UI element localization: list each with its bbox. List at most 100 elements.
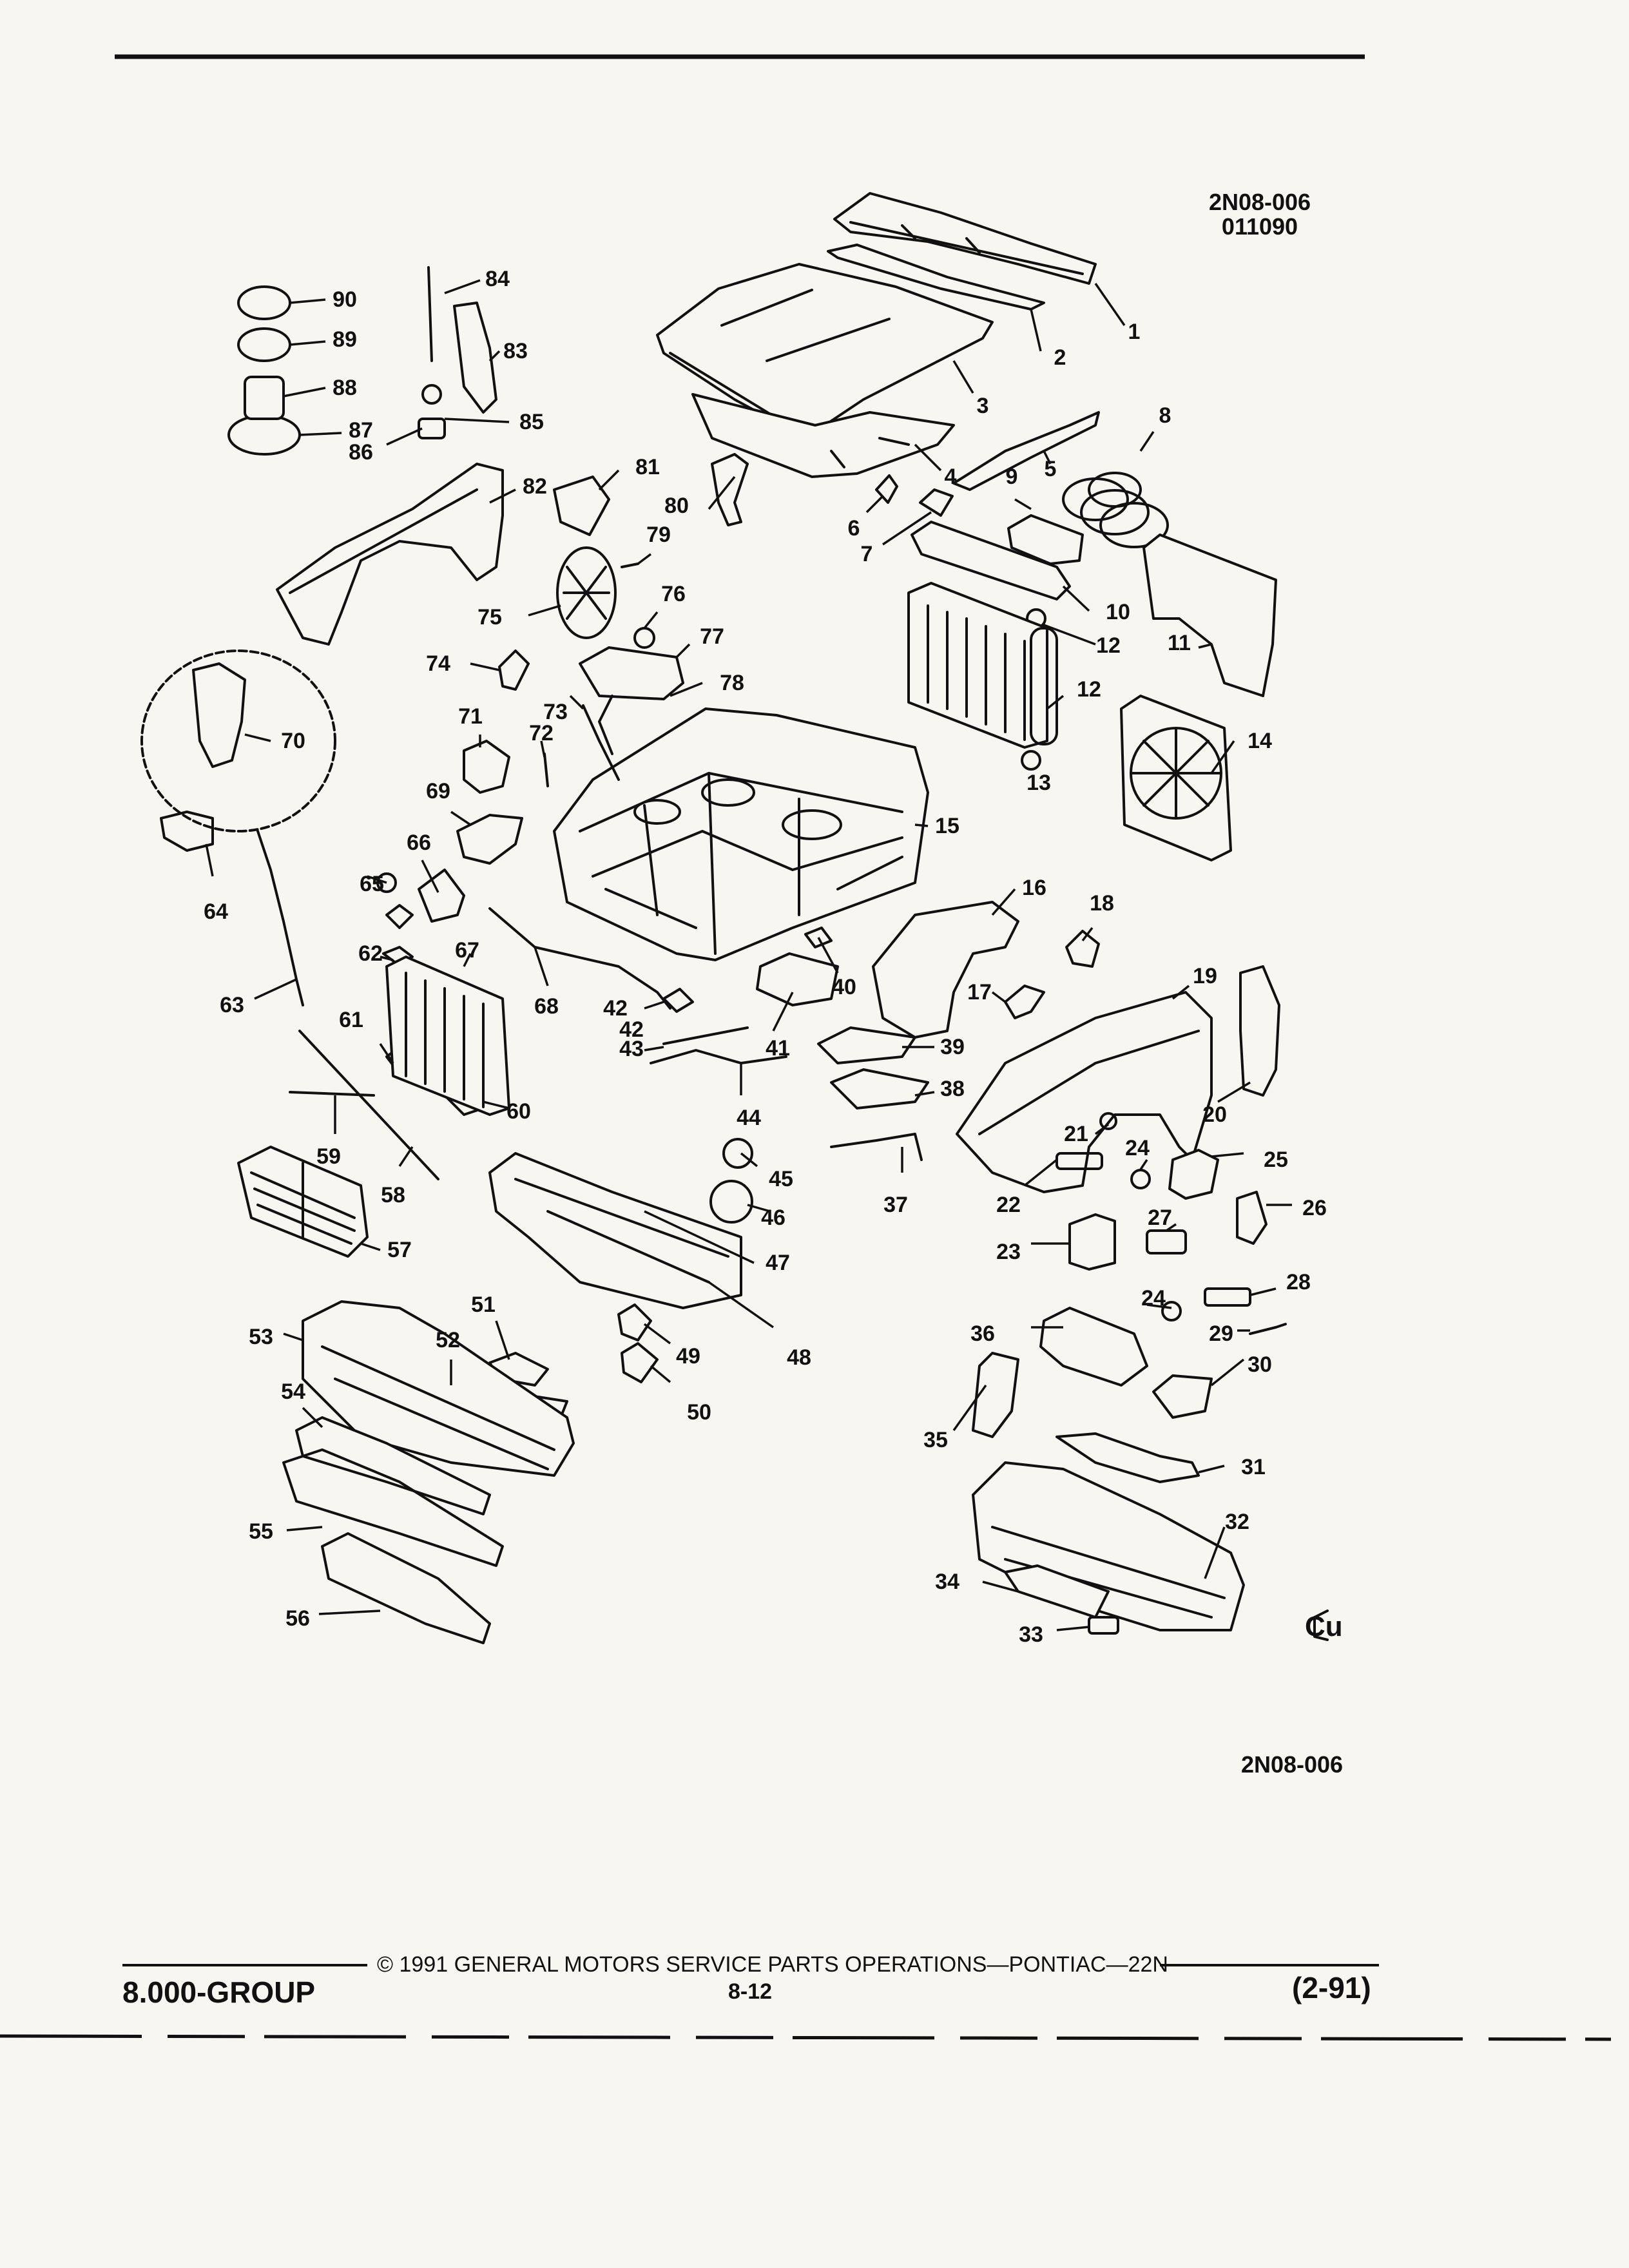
- callout-9: 9: [1005, 465, 1018, 489]
- figure-id: 2N08-006: [1208, 189, 1311, 215]
- callout-82: 82: [523, 474, 547, 499]
- mount-ring: [227, 414, 301, 456]
- callout-31: 31: [1241, 1455, 1266, 1479]
- hood-latch: [160, 811, 214, 852]
- callout-79: 79: [646, 523, 671, 547]
- callout-68: 68: [534, 994, 559, 1019]
- callout-54: 54: [281, 1379, 305, 1404]
- support-rod: [289, 1091, 375, 1097]
- callout-61: 61: [339, 1008, 363, 1032]
- emblem-mark: [1313, 1610, 1329, 1641]
- callout-71: 71: [458, 704, 483, 729]
- callout-21: 21: [1064, 1122, 1088, 1146]
- reservoir-cap: [633, 627, 655, 649]
- lower-radiator-support: [488, 1152, 742, 1309]
- front-fascia-left: [302, 1300, 575, 1477]
- callout-72: 72: [529, 721, 554, 745]
- callout-77: 77: [700, 624, 724, 649]
- callout-63: 63: [220, 993, 244, 1017]
- wiring-harness: [830, 1133, 923, 1161]
- bumper-strip: [1055, 1432, 1200, 1483]
- bolt-79: [621, 562, 639, 568]
- hood-insulator: [691, 393, 955, 478]
- lamp-socket: [1146, 1229, 1187, 1254]
- callout-49: 49: [676, 1344, 700, 1369]
- callout-11: 11: [1168, 631, 1191, 655]
- bumper-grille-insert: [1004, 1564, 1110, 1619]
- emblem: Cu: [1305, 1611, 1343, 1642]
- callout-90: 90: [333, 287, 357, 312]
- harness-clip: [804, 927, 833, 948]
- group-label: 8.000-GROUP: [122, 1975, 316, 2009]
- callout-73: 73: [543, 700, 568, 724]
- radiator-clip-lower: [1021, 750, 1041, 771]
- front-spoiler: [282, 1448, 504, 1567]
- callout-76: 76: [661, 582, 686, 606]
- callout-42: 42: [619, 1017, 644, 1042]
- front-fender-left: [276, 463, 504, 646]
- callout-40: 40: [832, 975, 856, 999]
- hood-hinge-rail: [952, 411, 1100, 491]
- relay-bracket: [463, 740, 510, 794]
- callout-81: 81: [635, 455, 660, 479]
- lamp-lens: [1204, 1287, 1251, 1307]
- callout-83: 83: [503, 339, 528, 363]
- callout-86: 86: [349, 440, 373, 465]
- ac-condenser: [385, 956, 510, 1116]
- reservoir-hose: [598, 695, 613, 755]
- bracket-b: [385, 904, 414, 929]
- fender-extension: [1239, 965, 1280, 1097]
- callout-37: 37: [883, 1193, 908, 1217]
- support-strut: [650, 1049, 787, 1064]
- hood-prop-rod: [298, 1030, 439, 1180]
- callout-57: 57: [387, 1238, 412, 1262]
- splash-shield-lower: [830, 1068, 929, 1110]
- callout-89: 89: [333, 327, 357, 352]
- callout-74: 74: [426, 651, 450, 676]
- callout-67: 67: [455, 938, 479, 963]
- side-marker-lamp: [1068, 1213, 1116, 1271]
- callout-24: 24: [1141, 1286, 1166, 1311]
- strap: [498, 649, 530, 691]
- mount-cap: [237, 327, 291, 362]
- fender-grommet: [1099, 1112, 1117, 1130]
- callout-69: 69: [426, 779, 450, 803]
- figure-date-code: 011090: [1221, 213, 1298, 240]
- antenna-base: [418, 418, 446, 439]
- fender-screw-lower: [1161, 1301, 1182, 1321]
- callout-27: 27: [1148, 1206, 1172, 1230]
- callout-22: 22: [996, 1193, 1021, 1217]
- strut-bracket: [453, 302, 497, 414]
- fender-bracket: [1004, 985, 1045, 1019]
- hood-seal-strip: [827, 244, 1045, 311]
- splash-shield-upper: [817, 1026, 916, 1064]
- air-cleaner: [556, 546, 617, 639]
- front-fender-right: [956, 991, 1213, 1193]
- callout-80: 80: [664, 494, 689, 518]
- latch-plate: [418, 869, 465, 923]
- latch-bolt: [376, 872, 397, 893]
- callout-12: 12: [1077, 677, 1101, 702]
- radiator-support-upper: [911, 521, 1071, 601]
- inner-fender: [872, 901, 1019, 1039]
- callout-50: 50: [687, 1400, 711, 1425]
- callout-38: 38: [940, 1077, 965, 1101]
- revision-date: (2-91): [1292, 1971, 1371, 2004]
- callout-59: 59: [316, 1144, 341, 1169]
- coolant-hose: [488, 907, 671, 1010]
- brace-rod: [662, 1026, 749, 1045]
- callout-46: 46: [761, 1206, 786, 1230]
- fender-screw-upper: [1130, 1169, 1151, 1189]
- callout-2: 2: [1054, 345, 1066, 370]
- callout-18: 18: [1090, 891, 1114, 916]
- lamp-bracket: [1236, 1191, 1268, 1245]
- callout-70: 70: [281, 729, 305, 753]
- air-duct: [1007, 514, 1084, 565]
- latch-bracket: [875, 474, 898, 504]
- mount-bushing: [244, 376, 285, 420]
- callout-19: 19: [1193, 964, 1217, 988]
- figure-code-bottom: 2N08-006: [1240, 1751, 1344, 1778]
- hinge-bracket: [919, 488, 954, 517]
- callout-14: 14: [1248, 729, 1272, 753]
